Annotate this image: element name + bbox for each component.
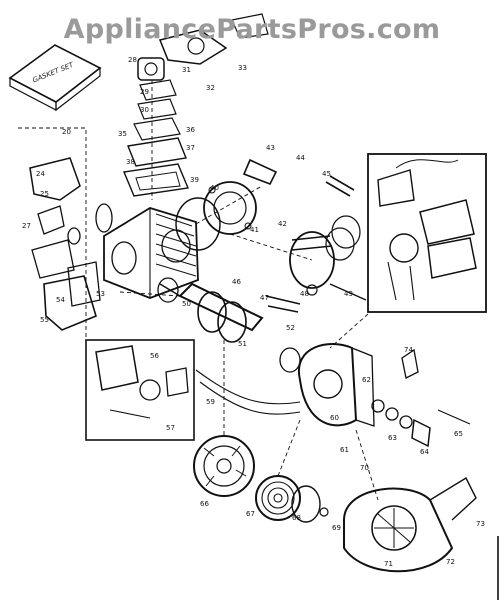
callout-label: 32 — [206, 84, 215, 92]
callout-label: 30 — [140, 106, 149, 114]
callout-label: 25 — [40, 190, 49, 198]
callout-label: 43 — [266, 144, 275, 152]
callout-label: 65 — [454, 430, 463, 438]
callout-label: 67 — [246, 510, 255, 518]
callout-label: 61 — [340, 446, 349, 454]
callout-label: 40 — [210, 184, 219, 192]
piston-assembly — [242, 158, 367, 301]
gasket-set-box: GASKET SET — [8, 44, 102, 112]
callout-label: 53 — [96, 290, 105, 298]
callout-label: 55 — [40, 316, 49, 324]
starter-pulley — [255, 475, 329, 523]
callout-label: 28 — [128, 56, 137, 64]
callout-label: 51 — [238, 340, 247, 348]
callout-label: 33 — [238, 64, 247, 72]
cylinder-head — [175, 181, 257, 251]
callout-label: 59 — [206, 398, 215, 406]
callout-label: 35 — [118, 130, 127, 138]
intake-parts — [18, 127, 113, 340]
callout-label: 24 — [36, 170, 45, 178]
callout-label: 64 — [420, 448, 429, 456]
callout-label: 57 — [166, 424, 175, 432]
callout-label: 73 — [476, 520, 485, 528]
leader-lines — [119, 185, 499, 600]
carburetor-assembly — [123, 13, 269, 200]
callout-label: 60 — [330, 414, 339, 422]
callout-label: 39 — [190, 176, 199, 184]
callout-label: 46 — [232, 278, 241, 286]
callout-label: 63 — [388, 434, 397, 442]
seals-washers — [279, 347, 471, 448]
callout-label: 45 — [322, 170, 331, 178]
callout-label: 72 — [446, 558, 455, 566]
control-inset — [85, 339, 195, 441]
ignition-inset — [367, 153, 487, 313]
callout-label: 36 — [186, 126, 195, 134]
callout-label: 69 — [332, 524, 341, 532]
callout-label: 31 — [182, 66, 191, 74]
callout-label: 41 — [250, 226, 259, 234]
callout-label: 62 — [362, 376, 371, 384]
callout-label: 47 — [260, 294, 269, 302]
callout-label: 56 — [150, 352, 159, 360]
callout-label: 20 — [62, 128, 71, 136]
callout-numbers: 20 24 25 27 28 29 30 31 32 33 35 36 37 38 39 40 41 42 43 44… — [22, 56, 485, 568]
crankcase-housing — [195, 343, 375, 427]
callout-label: 44 — [296, 154, 305, 162]
callout-label: 27 — [22, 222, 31, 230]
callout-label: 49 — [344, 290, 353, 298]
flywheel — [193, 435, 255, 497]
callout-label: 54 — [56, 296, 65, 304]
crankshaft — [157, 277, 301, 343]
callout-label: 66 — [200, 500, 209, 508]
cylinder — [103, 207, 199, 299]
callout-label: 42 — [278, 220, 287, 228]
callout-label: 71 — [384, 560, 393, 568]
callout-label: 48 — [300, 290, 309, 298]
callout-label: 37 — [186, 144, 195, 152]
gasket-set-label: GASKET SET — [31, 61, 75, 85]
starter-housing — [343, 477, 477, 573]
callout-label: 70 — [360, 464, 369, 472]
callout-label: 74 — [404, 346, 413, 354]
callout-label: 29 — [140, 88, 149, 96]
callout-label: 52 — [286, 324, 295, 332]
callout-label: 38 — [126, 158, 135, 166]
callout-label: 50 — [182, 300, 191, 308]
callout-label: 68 — [292, 514, 301, 522]
